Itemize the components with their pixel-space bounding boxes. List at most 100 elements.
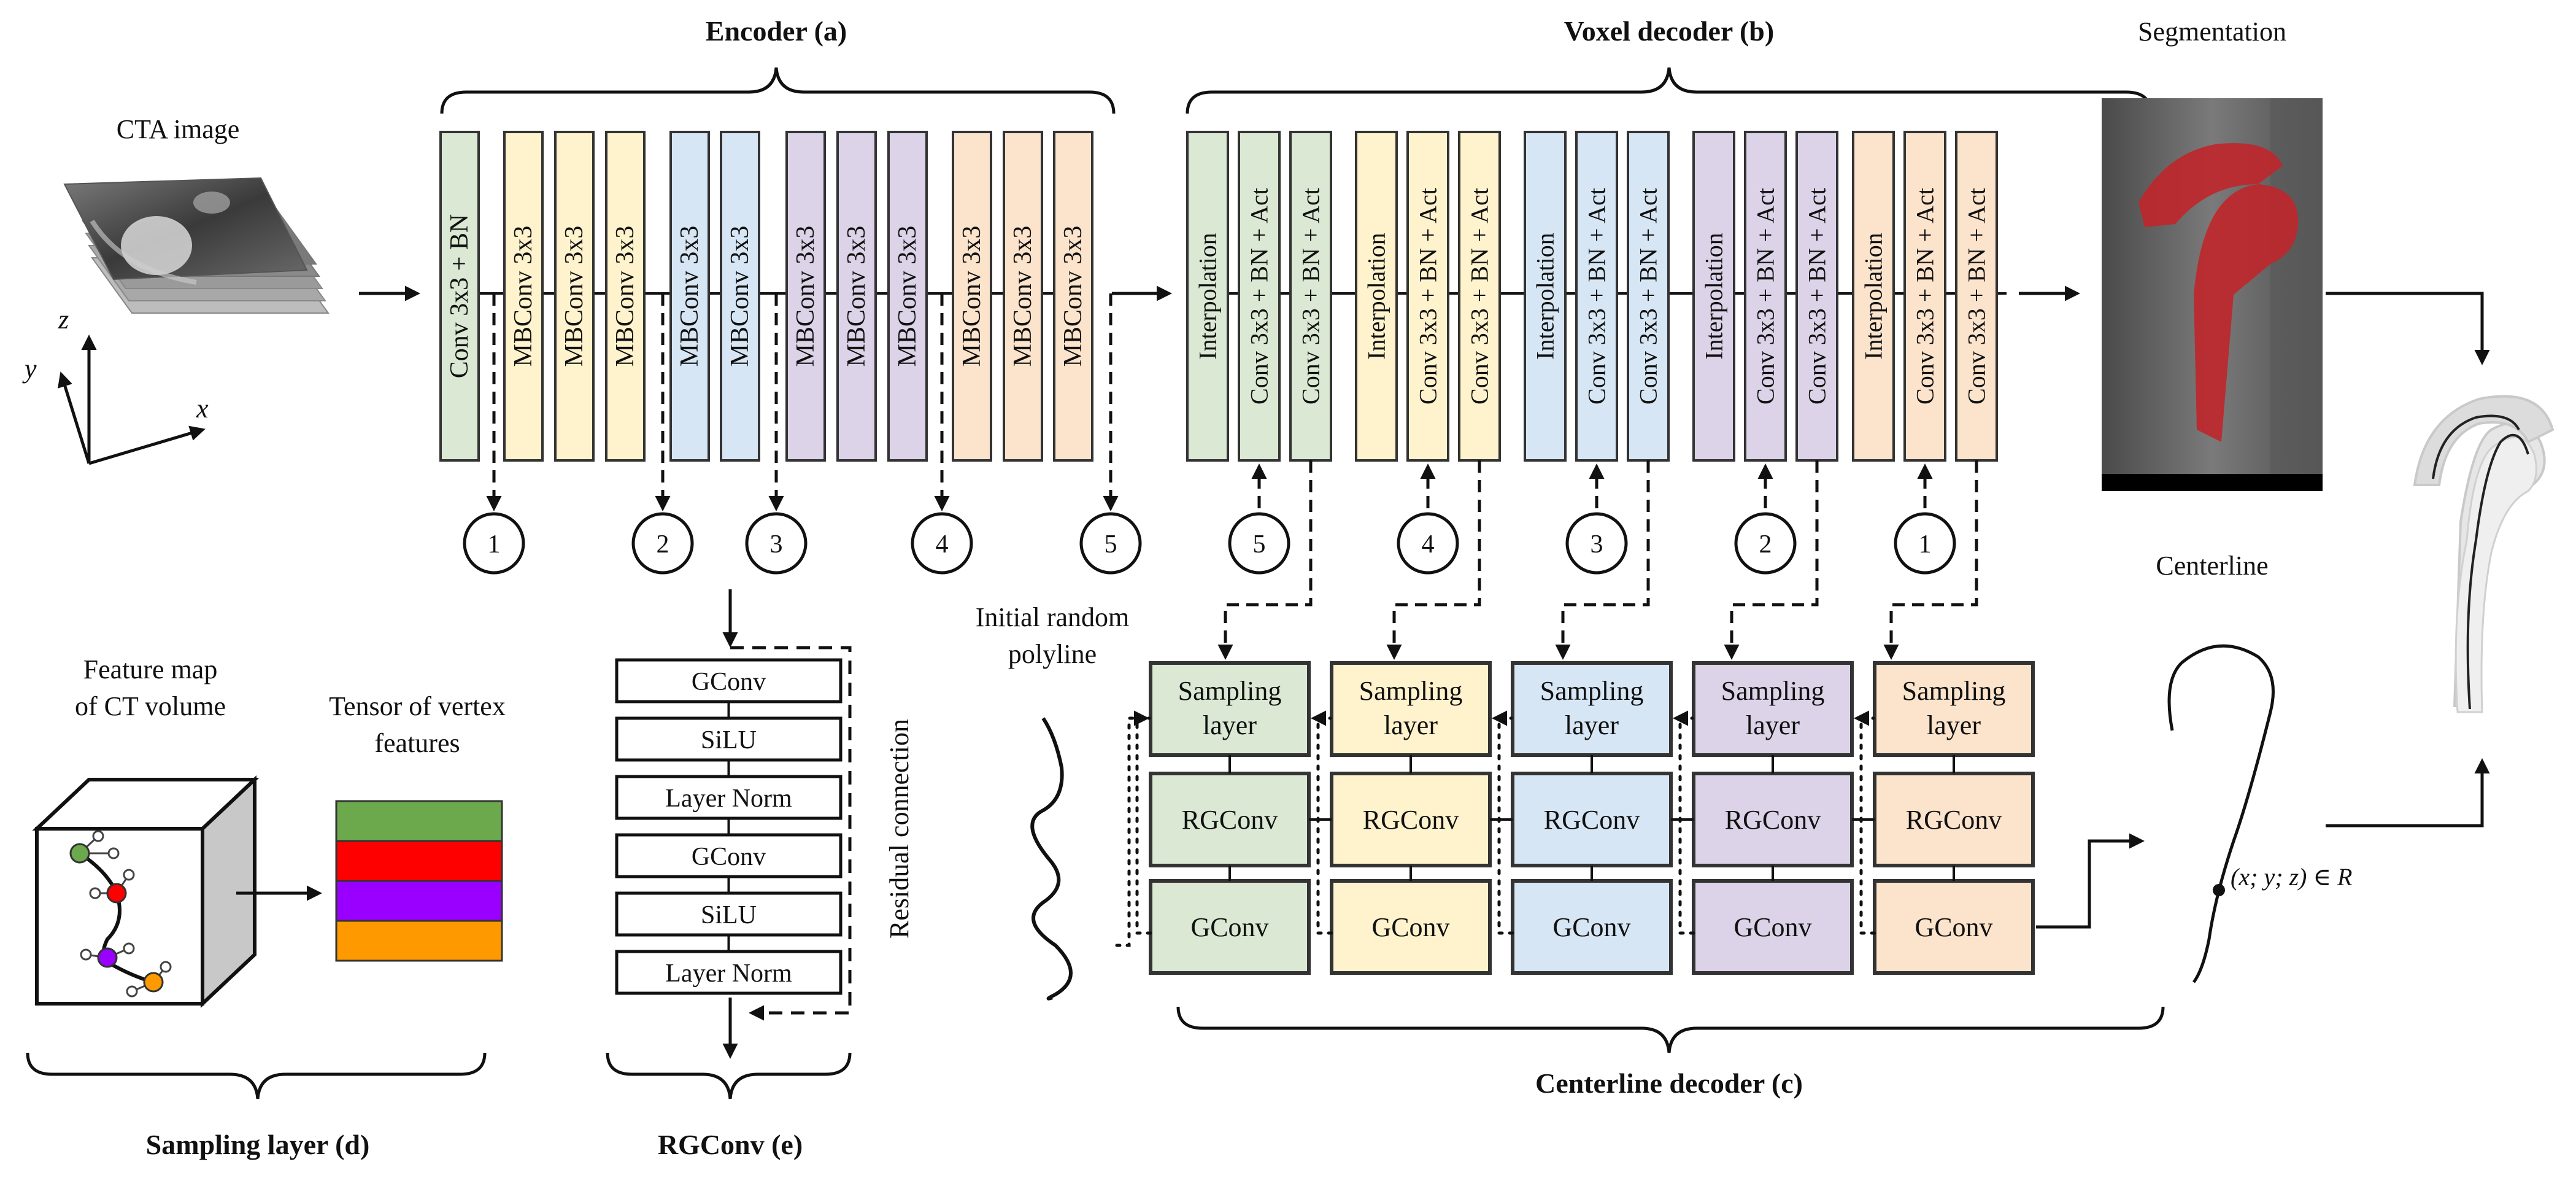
encoder-skip-number: 2 — [657, 530, 669, 559]
decoder-block-label: Interpolation — [1363, 233, 1390, 360]
axis-x-label: x — [196, 393, 209, 424]
feature-map-label-2: of CT volume — [75, 691, 226, 721]
sampling-layer-block — [1873, 661, 2035, 757]
encoder-block — [887, 131, 928, 462]
rgconv-block-label: RGConv — [1182, 805, 1278, 835]
encoder-block-label: MBConv 3x3 — [676, 226, 704, 367]
encoder-block-label: MBConv 3x3 — [843, 226, 871, 367]
decoder-block-label: Conv 3x3 + BN + Act — [1583, 188, 1611, 405]
rgconv-layer-block — [615, 891, 843, 937]
tensor-label-2: features — [374, 728, 460, 758]
centerline-to-mesh-arrow — [2326, 758, 2490, 827]
sampling-layer-block — [1330, 661, 1492, 757]
sampling-layer-label: Sampling — [1902, 676, 2006, 706]
centerline-decoder-links — [1115, 710, 1955, 947]
axis-y-label: y — [22, 354, 37, 384]
rgconv-layer-label: GConv — [692, 668, 766, 696]
decoder-skip-circle — [1397, 512, 1459, 575]
feature-map-cube — [32, 775, 260, 1008]
decoder-block-label: Conv 3x3 + BN + Act — [1803, 188, 1831, 405]
sampling-layer-label: layer — [1927, 710, 1981, 740]
rgconv-layer-label: SiLU — [701, 901, 757, 929]
decoder-block-label: Interpolation — [1860, 233, 1888, 360]
decoder-to-sampling-link — [1217, 460, 1313, 660]
decoder-skip-number: 1 — [1919, 530, 1932, 559]
centerline-decoder-title: Centerline decoder (c) — [1535, 1068, 1803, 1099]
encoder-block-label: MBConv 3x3 — [726, 226, 754, 367]
initial-polyline-label-1: Initial random — [976, 602, 1130, 632]
decoder-block-label: Conv 3x3 + BN + Act — [1963, 188, 1991, 405]
encoder-block — [669, 131, 710, 462]
encoder-block-label: Conv 3x3 + BN — [445, 214, 474, 379]
sampling-layer-block — [1692, 661, 1854, 757]
centerline-output-arrow — [2036, 833, 2145, 929]
sampling-layer-label: Sampling — [1721, 676, 1825, 706]
encoder-block-label: MBConv 3x3 — [958, 226, 986, 367]
centerline-point — [2213, 884, 2225, 896]
rgconv-block-label: RGConv — [1906, 805, 2002, 835]
rgconv-layer-label: Layer Norm — [665, 785, 792, 813]
decoder-skip-circle — [1734, 512, 1797, 575]
encoder-block — [1003, 131, 1043, 462]
encoder-skip-circle — [1079, 512, 1142, 575]
decoder-block — [1692, 131, 1735, 462]
sampling-layer-brace — [26, 1052, 487, 1099]
decoder-to-sampling-link — [1883, 460, 1978, 660]
decoder-skip-circle — [1565, 512, 1628, 575]
encoder-block-label: MBConv 3x3 — [893, 226, 922, 367]
gconv-block-label: GConv — [1371, 912, 1449, 942]
centerline-dotted-link — [1678, 716, 1695, 935]
encoder-block-label: MBConv 3x3 — [611, 226, 639, 367]
gconv-block-label: GConv — [1915, 912, 1992, 942]
decoder-block — [1744, 131, 1787, 462]
encoder-blocks: Conv 3x3 + BN MBConv 3x3 MBConv 3x3 MBConv … — [439, 131, 1093, 462]
decoder-skip-circle — [1228, 512, 1290, 575]
encoder-skip-number: 4 — [936, 530, 949, 559]
decoder-block — [1238, 131, 1281, 462]
encoder-skip-circle — [745, 512, 808, 575]
gconv-block-label: GConv — [1552, 912, 1630, 942]
centerline-dotted-link — [1859, 716, 1876, 935]
decoder-skip-number: 4 — [1422, 530, 1435, 559]
sampling-layer-block — [1511, 661, 1673, 757]
encoder-block-label: MBConv 3x3 — [560, 226, 588, 367]
rgconv-layer-label: SiLU — [701, 726, 757, 754]
voxel-decoder-brace — [1186, 67, 2153, 114]
decoder-block — [1903, 131, 1946, 462]
decoder-block-label: Interpolation — [1700, 233, 1728, 360]
encoder-title: Encoder (a) — [706, 15, 847, 47]
decoder-to-sampling-link — [1724, 460, 1819, 660]
encoder-skip-number: 5 — [1105, 530, 1117, 559]
rgconv-title: RGConv (e) — [658, 1129, 803, 1160]
decoder-block-label: Interpolation — [1532, 233, 1559, 360]
encoder-block — [1053, 131, 1093, 462]
encoder-block — [952, 131, 992, 462]
segmentation-image — [2102, 98, 2323, 491]
gconv-block-label: GConv — [1190, 912, 1268, 942]
sampling-layer-block — [1149, 661, 1311, 757]
cta-image-label: CTA image — [117, 114, 240, 144]
gconv-block-label: GConv — [1733, 912, 1811, 942]
rgconv-layer-block — [615, 950, 843, 995]
decoder-to-sampling-link — [1555, 460, 1650, 660]
encoder-skip-circle — [911, 512, 973, 575]
initial-polyline-input — [1115, 710, 1149, 947]
rgconv-block-label: RGConv — [1544, 805, 1640, 835]
decoder-block-label: Conv 3x3 + BN + Act — [1246, 188, 1273, 405]
sampling-layer-label: Sampling — [1540, 676, 1644, 706]
encoder-block-label: MBConv 3x3 — [1009, 226, 1037, 367]
rgconv-block-label: RGConv — [1725, 805, 1821, 835]
centerline-dotted-link — [1497, 716, 1514, 935]
vertex-feature-tensor — [335, 800, 503, 962]
centerline-title: Centerline — [2156, 551, 2268, 581]
encoder-skip-circle — [463, 512, 525, 575]
sampling-layer-label: layer — [1384, 710, 1438, 740]
rgconv-layer-block — [615, 833, 843, 878]
decoder-block — [1289, 131, 1332, 462]
decoder-block — [1524, 131, 1567, 462]
encoder-skip-number: 1 — [488, 530, 501, 559]
segmentation-title: Segmentation — [2138, 17, 2286, 47]
rgconv-layer-block — [615, 775, 843, 820]
